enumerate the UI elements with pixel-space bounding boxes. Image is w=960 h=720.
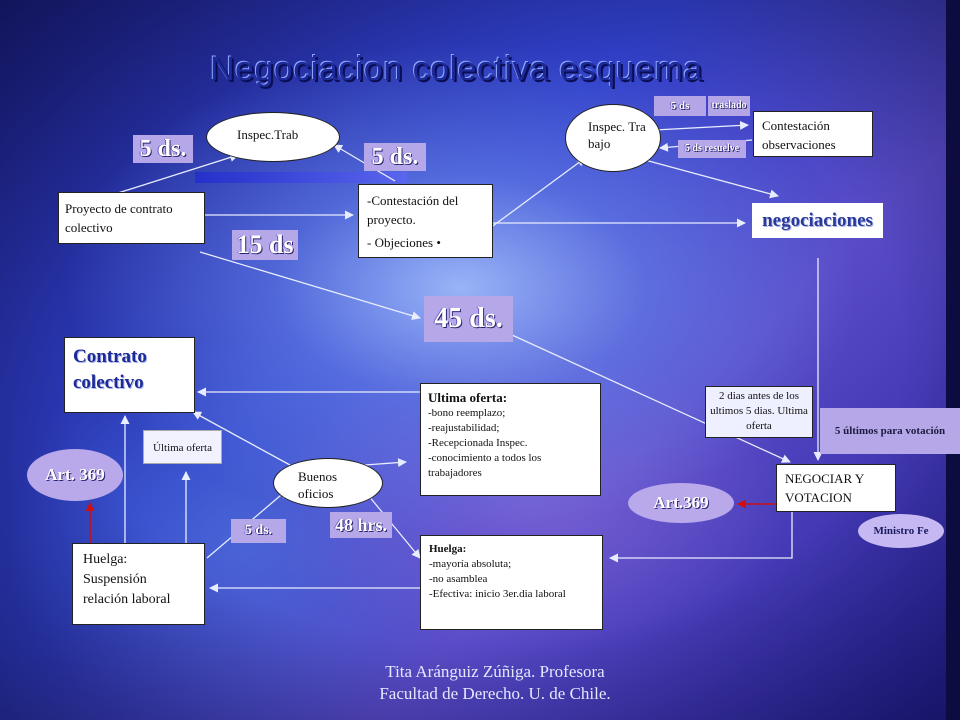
- label-5ds-bottom: 5 ds.: [231, 519, 286, 543]
- decorative-bar: [195, 172, 407, 183]
- contrato-colectivo-box: Contrato colectivo: [64, 337, 195, 413]
- ultima-oferta-item: -reajustabilidad;: [428, 422, 500, 434]
- contestacion-observaciones-text: Contestación observaciones: [762, 118, 836, 152]
- ultima-oferta-box: Ultima oferta: -bono reemplazo; -reajust…: [420, 383, 601, 496]
- ultima-oferta-item: -bono reemplazo;: [428, 407, 506, 419]
- negociar-votacion-box: NEGOCIAR Y VOTACION: [776, 464, 896, 512]
- arrow-proyecto-45ds: [199, 251, 421, 321]
- contestacion-observaciones-box: Contestación observaciones: [753, 111, 873, 157]
- art-369-right-ellipse: Art.369: [628, 483, 734, 523]
- contestacion-proyecto-line1: -Contestación del proyecto.: [367, 193, 459, 227]
- arrow-45ds-votacion: [511, 334, 791, 463]
- huelga-suspension-box: Huelga: Suspensión relación laboral: [72, 543, 205, 625]
- footer-line-1: Tita Aránguiz Zúñiga. Profesora: [385, 662, 605, 681]
- dos-dias-text: 2 dias antes de los ultimos 5 dias. Ulti…: [710, 390, 808, 432]
- huelga-requisitos-title: Huelga:: [429, 543, 467, 555]
- label-5ds-resuelve: 5 ds resuelve: [678, 140, 746, 158]
- negociaciones-box: negociaciones: [752, 203, 883, 238]
- page-title: Negociacion colectiva esquema: [210, 50, 703, 88]
- huelga-requisitos-box: Huelga: -mayoría absoluta; -no asamblea …: [420, 535, 603, 630]
- ultima-oferta-item: -conocimiento a todos los trabajadores: [428, 452, 542, 479]
- ultima-oferta-title: Ultima oferta:: [428, 390, 508, 405]
- inspec-trabajo-text: Inspec. Trabajo: [588, 119, 646, 151]
- label-45ds: 45 ds.: [424, 296, 513, 342]
- cinco-ultimos-box: 5 últimos para votación: [820, 408, 960, 454]
- footer-credit: Tita Aránguiz Zúñiga. Profesora Facultad…: [300, 661, 690, 705]
- huelga-requisitos-item: -Efectiva: inicio 3er.dia laboral: [429, 588, 566, 600]
- proyecto-text: Proyecto de contrato colectivo: [65, 201, 173, 235]
- arrow-proyecto-inspec: [117, 153, 239, 194]
- ultima-oferta-label-text: Última oferta: [153, 442, 212, 454]
- huelga-requisitos-item: -no asamblea: [429, 573, 488, 585]
- arrow-votacion-huelga2: [609, 512, 793, 563]
- label-5ds-small: 5 ds: [654, 96, 706, 116]
- inspec-trab-text: Inspec.Trab: [237, 127, 299, 142]
- negociar-votacion-text: NEGOCIAR Y VOTACION: [785, 471, 864, 505]
- label-5ds-left: 5 ds.: [133, 135, 193, 163]
- right-edge-band: [946, 0, 960, 720]
- huelga-suspension-text: Huelga: Suspensión relación laboral: [83, 552, 171, 607]
- label-5ds-center: 5 ds.: [364, 143, 426, 171]
- proyecto-box: Proyecto de contrato colectivo: [58, 192, 205, 244]
- arrow-inspec2-contestacion-obs: [654, 120, 749, 131]
- ultima-oferta-label-box: Última oferta: [143, 430, 222, 464]
- art-369-left-ellipse: Art. 369: [27, 449, 123, 501]
- arrow-buenos-contrato: [192, 411, 291, 466]
- inspec-trab-ellipse: Inspec.Trab: [206, 112, 340, 162]
- label-48hrs: 48 hrs.: [330, 512, 392, 538]
- dos-dias-box: 2 dias antes de los ultimos 5 dias. Ulti…: [705, 386, 813, 438]
- ultima-oferta-item: -Recepcionada Inspec.: [428, 437, 528, 449]
- ministro-fe-ellipse: Ministro Fe: [858, 514, 944, 548]
- bullet-dot: •: [436, 235, 441, 250]
- buenos-oficios-ellipse: Buenos oficios: [273, 458, 383, 508]
- contestacion-proyecto-box: -Contestación del proyecto. - Objeciones…: [358, 184, 493, 258]
- label-traslado: traslado: [708, 96, 750, 116]
- buenos-oficios-text: Buenos oficios: [298, 469, 337, 501]
- inspec-trabajo-ellipse: Inspec. Trabajo: [565, 104, 661, 172]
- huelga-requisitos-item: -mayoría absoluta;: [429, 558, 512, 570]
- arrow-inspec2-negociaciones: [644, 159, 779, 199]
- arrow-buenos-huelga2: [367, 494, 421, 559]
- label-15ds: 15 ds: [232, 230, 298, 260]
- footer-line-2: Facultad de Derecho. U. de Chile.: [379, 684, 611, 703]
- contrato-colectivo-text: Contrato colectivo: [73, 346, 147, 393]
- contestacion-proyecto-line2: - Objeciones: [367, 235, 434, 250]
